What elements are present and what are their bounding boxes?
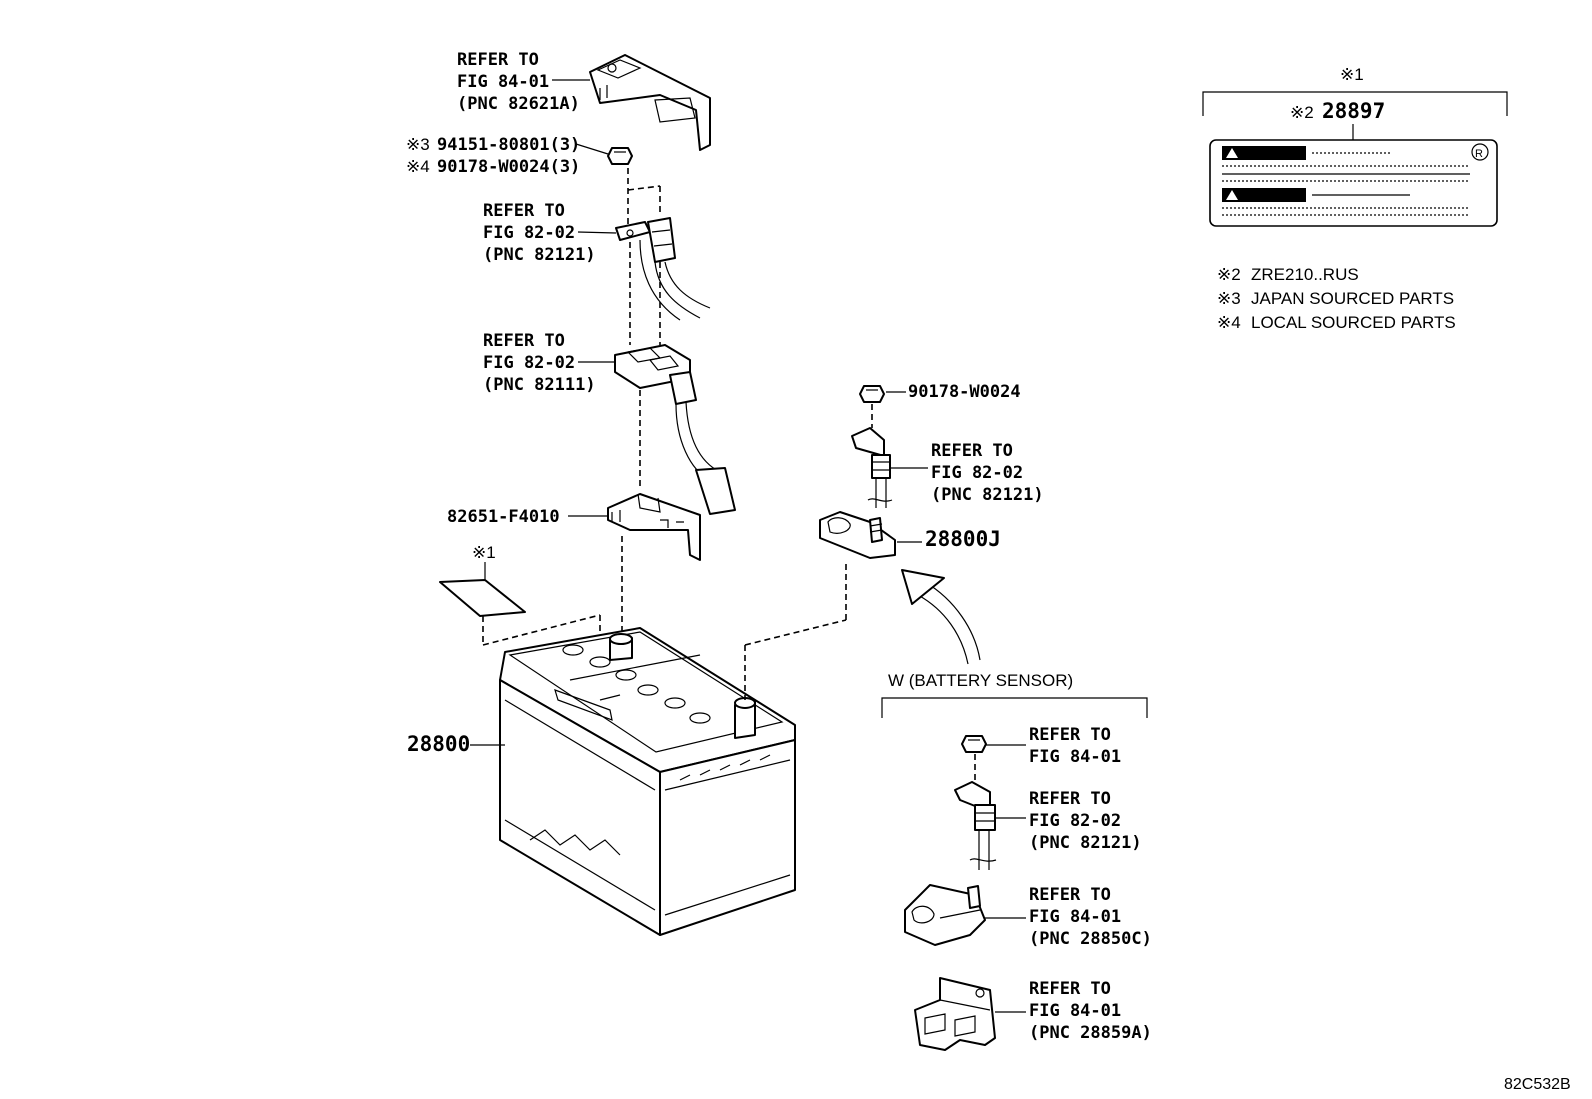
- sensor-ref-line1: REFER TO: [1029, 885, 1111, 905]
- sensor-wire-ref-line3: (PNC 82121): [1029, 833, 1142, 853]
- nut-icon: [607, 147, 633, 165]
- wire2-ref-line3: (PNC 82111): [483, 375, 596, 395]
- wire1-ref-line1: REFER TO: [483, 201, 565, 221]
- wire3-ref-line3: (PNC 82121): [931, 485, 1044, 505]
- note-2-mark: ※3: [1217, 289, 1241, 308]
- nut-top-mark-3: ※3: [406, 135, 430, 154]
- battery-part-number: 28800: [407, 732, 470, 756]
- battery-part: [499, 627, 796, 936]
- wire1-ref-line2: FIG 82-02: [483, 223, 575, 243]
- wire3-ref-line1: REFER TO: [931, 441, 1013, 461]
- battery-clamp-part: [607, 493, 701, 561]
- cover-ref-line3: (PNC 82621A): [457, 94, 580, 114]
- terminal-part-number: 28800J: [925, 527, 1001, 551]
- wire2-ref-line1: REFER TO: [483, 331, 565, 351]
- nut-top-mark-4: ※4: [406, 157, 430, 176]
- battery-cover-part: [589, 54, 711, 151]
- bracket-ref-line3: (PNC 28859A): [1029, 1023, 1152, 1043]
- svg-text:R: R: [1475, 148, 1483, 160]
- nut-right-icon: [859, 385, 885, 403]
- sensor-ref-line2: FIG 84-01: [1029, 907, 1121, 927]
- battery-terminal-part: [819, 511, 896, 559]
- sensor-wire-ref-line1: REFER TO: [1029, 789, 1111, 809]
- sensor-wire-part: [954, 781, 997, 870]
- caution-mark-2: ※2: [1290, 103, 1314, 122]
- nut-right-part-number: 90178-W0024: [908, 382, 1021, 402]
- sensor-ref-line3: (PNC 28850C): [1029, 929, 1152, 949]
- note-3-text: LOCAL SOURCED PARTS: [1251, 313, 1456, 332]
- wire1-ref-line3: (PNC 82121): [483, 245, 596, 265]
- sensor-nut-icon: [961, 735, 987, 753]
- caution-label-part-number: 28897: [1322, 99, 1385, 123]
- sensor-wire-ref-line2: FIG 82-02: [1029, 811, 1121, 831]
- wire-harness-2: [614, 344, 736, 515]
- sensor-bracket-part: [914, 977, 996, 1051]
- cover-ref-line2: FIG 84-01: [457, 72, 549, 92]
- wire3-ref-line2: FIG 82-02: [931, 463, 1023, 483]
- nut-top-part-4: 90178-W0024(3): [437, 157, 580, 177]
- label-mark-left: ※1: [472, 543, 496, 562]
- battery-sensor-part: [904, 884, 986, 946]
- caution-mark-1: ※1: [1340, 65, 1364, 84]
- figure-code: 82C532B: [1504, 1076, 1571, 1093]
- arrow-icon: [901, 569, 981, 665]
- bracket-ref-line1: REFER TO: [1029, 979, 1111, 999]
- cover-ref-line1: REFER TO: [457, 50, 539, 70]
- sensor-nut-ref-line1: REFER TO: [1029, 725, 1111, 745]
- notes-list: ※2 ZRE210..RUS ※3 JAPAN SOURCED PARTS ※4…: [1217, 265, 1456, 332]
- wire2-ref-line2: FIG 82-02: [483, 353, 575, 373]
- wire-harness-3: [851, 427, 893, 508]
- sensor-group-title: W (BATTERY SENSOR): [888, 671, 1073, 690]
- note-1-text: ZRE210..RUS: [1251, 265, 1359, 284]
- note-2-text: JAPAN SOURCED PARTS: [1251, 289, 1454, 308]
- bracket-ref-line2: FIG 84-01: [1029, 1001, 1121, 1021]
- nut-top-part-3: 94151-80801(3): [437, 135, 580, 155]
- clamp-part-number: 82651-F4010: [447, 507, 560, 527]
- caution-label-icon: R: [1209, 139, 1498, 227]
- note-1-mark: ※2: [1217, 265, 1241, 284]
- wire-harness-1: [615, 217, 711, 321]
- note-3-mark: ※4: [1217, 313, 1241, 332]
- sensor-nut-ref-line2: FIG 84-01: [1029, 747, 1121, 767]
